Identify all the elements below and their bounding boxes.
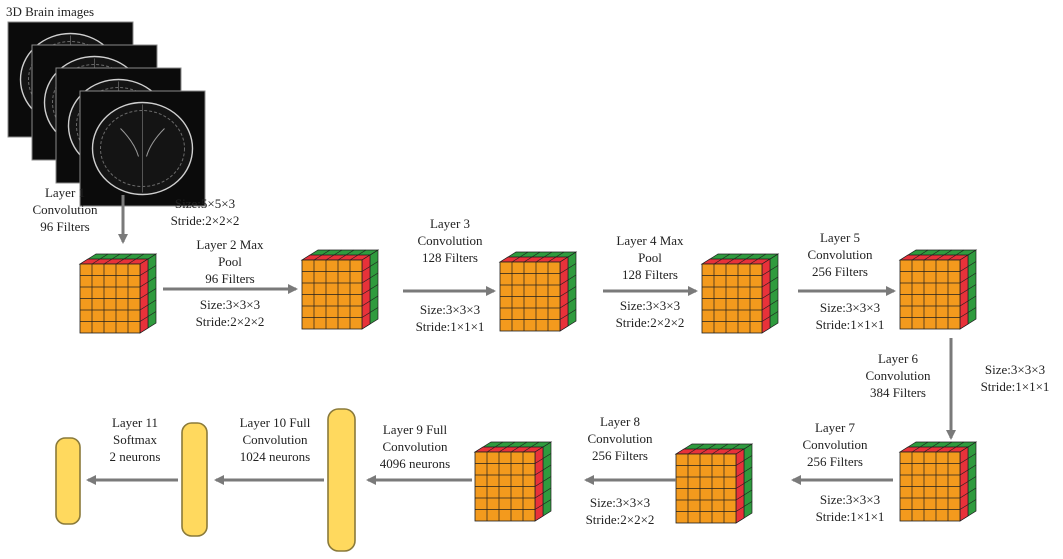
layer4-params: Size:3×3×3 Stride:2×2×2	[595, 297, 705, 331]
layer6-stride: Stride:1×1×1	[980, 379, 1050, 394]
layer2-stride: Stride:2×2×2	[195, 314, 265, 329]
layer10-neuron-bar	[181, 422, 208, 537]
layer2-line-1: Layer 2 Max	[196, 237, 264, 252]
layer5-line-2: Convolution	[807, 247, 873, 262]
layer4-line-2: Pool	[638, 250, 662, 265]
layer5-line-3: 256 Filters	[812, 264, 868, 279]
layer8-line-3: 256 Filters	[592, 448, 648, 463]
layer6-line-3: 384 Filters	[870, 385, 926, 400]
brain-slice	[79, 90, 206, 207]
layer7-cube	[674, 443, 754, 524]
layer6-line-1: Layer 6	[877, 351, 919, 366]
layer3-line-3: 128 Filters	[422, 250, 478, 265]
layer3-line-2: Convolution	[417, 233, 483, 248]
layer10-line-1: Layer 10 Full	[239, 415, 311, 430]
layer5-label: Layer 5 Convolution 256 Filters	[785, 229, 895, 280]
layer9-line-1: Layer 9 Full	[382, 422, 448, 437]
layer1-line-1: Layer 1	[44, 185, 86, 200]
layer2-line-2: Pool	[218, 254, 242, 269]
layer3-label: Layer 3 Convolution 128 Filters	[395, 215, 505, 266]
layer10-label: Layer 10 Full Convolution 1024 neurons	[220, 414, 330, 465]
layer8-line-1: Layer 8	[599, 414, 641, 429]
layer7-stride: Stride:1×1×1	[815, 509, 885, 524]
layer1-label: Layer 1 Convolution 96 Filters	[20, 184, 110, 235]
layer4-line-3: 128 Filters	[622, 267, 678, 282]
layer9-neuron-bar	[327, 408, 356, 552]
layer11-line-3: 2 neurons	[109, 449, 161, 464]
layer1-params: Size:5×5×3 Stride:2×2×2	[145, 195, 265, 229]
layer10-line-3: 1024 neurons	[239, 449, 311, 464]
layer6-label: Layer 6 Convolution 384 Filters	[848, 350, 948, 401]
layer8-params: Size:3×3×3 Stride:2×2×2	[565, 494, 675, 528]
input-title: 3D Brain images	[6, 4, 95, 19]
layer8-size: Size:3×3×3	[589, 495, 651, 510]
layer6-cube	[898, 441, 978, 522]
layer1-stride: Stride:2×2×2	[170, 213, 240, 228]
layer2-cube	[300, 249, 380, 330]
layer4-line-1: Layer 4 Max	[616, 233, 684, 248]
layer8-stride: Stride:2×2×2	[585, 512, 655, 527]
layer3-line-1: Layer 3	[429, 216, 471, 231]
layer11-line-2: Softmax	[112, 432, 158, 447]
layer8-line-2: Convolution	[587, 431, 653, 446]
layer3-cube	[498, 251, 578, 332]
layer6-line-2: Convolution	[865, 368, 931, 383]
layer6-size: Size:3×3×3	[984, 362, 1046, 377]
layer7-params: Size:3×3×3 Stride:1×1×1	[795, 491, 905, 525]
layer5-params: Size:3×3×3 Stride:1×1×1	[795, 299, 905, 333]
layer5-size: Size:3×3×3	[819, 300, 881, 315]
layer11-line-1: Layer 11	[111, 415, 159, 430]
layer10-line-2: Convolution	[242, 432, 308, 447]
layer9-line-2: Convolution	[382, 439, 448, 454]
layer8-label: Layer 8 Convolution 256 Filters	[565, 413, 675, 464]
layer7-size: Size:3×3×3	[819, 492, 881, 507]
layer1-cube	[78, 253, 158, 334]
layer4-stride: Stride:2×2×2	[615, 315, 685, 330]
layer11-neuron-bar	[55, 437, 81, 525]
layer3-size: Size:3×3×3	[419, 302, 481, 317]
layer3-stride: Stride:1×1×1	[415, 319, 485, 334]
layer11-label: Layer 11 Softmax 2 neurons	[90, 414, 180, 465]
layer4-label: Layer 4 Max Pool 128 Filters	[595, 232, 705, 283]
layer7-line-3: 256 Filters	[807, 454, 863, 469]
layer3-params: Size:3×3×3 Stride:1×1×1	[395, 301, 505, 335]
layer7-line-1: Layer 7	[814, 420, 856, 435]
layer5-line-1: Layer 5	[819, 230, 861, 245]
layer7-label: Layer 7 Convolution 256 Filters	[780, 419, 890, 470]
layer9-line-3: 4096 neurons	[379, 456, 451, 471]
layer2-size: Size:3×3×3	[199, 297, 261, 312]
layer8-cube	[473, 441, 553, 522]
layer4-cube	[700, 253, 780, 334]
layer2-line-3: 96 Filters	[205, 271, 255, 286]
layer1-line-2: Convolution	[32, 202, 98, 217]
layer2-params: Size:3×3×3 Stride:2×2×2	[175, 296, 285, 330]
brain-image-stack	[7, 21, 206, 207]
layer6-params: Size:3×3×3 Stride:1×1×1	[970, 361, 1060, 395]
layer4-size: Size:3×3×3	[619, 298, 681, 313]
layer5-cube	[898, 249, 978, 330]
layer9-label: Layer 9 Full Convolution 4096 neurons	[360, 421, 470, 472]
layer1-size: Size:5×5×3	[174, 196, 236, 211]
layer5-stride: Stride:1×1×1	[815, 317, 885, 332]
layer1-line-3: 96 Filters	[40, 219, 90, 234]
layer7-line-2: Convolution	[802, 437, 868, 452]
layer2-label: Layer 2 Max Pool 96 Filters	[175, 236, 285, 287]
